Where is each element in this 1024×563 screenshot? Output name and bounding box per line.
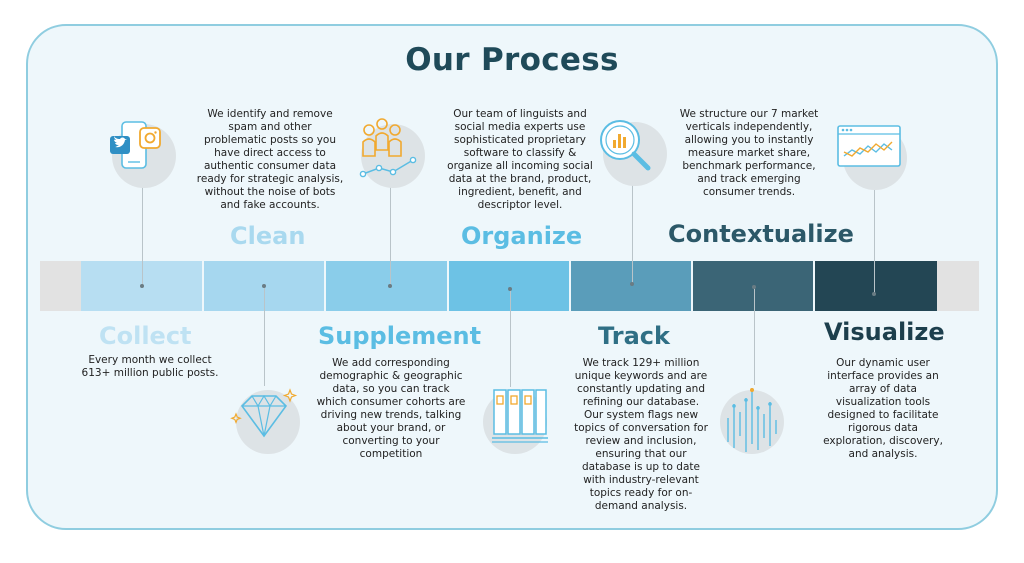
segment-track: [571, 261, 691, 311]
stage-title-collect: Collect: [99, 322, 192, 350]
description-line: ingredient, benefit, and: [458, 186, 582, 198]
description-line: We structure our 7 market: [679, 108, 819, 120]
dot-clean: [262, 284, 266, 288]
description-line: about your brand, or: [336, 422, 446, 434]
description-line: organize all incoming social: [447, 160, 593, 172]
description-line: measure market share,: [687, 147, 811, 159]
description-line: exploration, discovery,: [823, 435, 943, 447]
description-line: visualization tools: [835, 396, 931, 408]
description-line: refining our database.: [582, 396, 700, 408]
description-line: have direct access to: [214, 147, 326, 159]
segment-supplement: [326, 261, 447, 311]
description-line: converting to your: [342, 435, 440, 447]
description-line: topics of conversation for: [574, 422, 708, 434]
stage-title-supplement: Supplement: [318, 322, 482, 350]
description-line: ensuring that our: [595, 448, 687, 460]
connector-visualize: [874, 190, 875, 294]
dot-track: [630, 282, 634, 286]
description-line: 613+ million public posts.: [81, 367, 219, 379]
people-network-icon: [359, 118, 417, 178]
description-line: Our dynamic user: [836, 357, 930, 369]
description-line: data at the brand, product,: [448, 173, 592, 185]
description-line: unique keywords and are: [574, 370, 708, 382]
connector-clean: [264, 286, 265, 386]
description-line: spam and other: [228, 121, 312, 133]
dot-supplement: [388, 284, 392, 288]
description-line: benchmark performance,: [682, 160, 816, 172]
description-line: demand analysis.: [594, 500, 688, 512]
description-line: Our system flags new: [583, 409, 699, 421]
description-line: We track 129+ million: [582, 357, 700, 369]
description-line: authentic consumer data: [203, 160, 337, 172]
dot-organize: [508, 287, 512, 291]
connector-supplement: [390, 180, 391, 286]
binders-icon: [492, 389, 548, 443]
description-line: demographic & geographic: [319, 370, 463, 382]
description-line: designed to facilitate: [827, 409, 939, 421]
description-line: allowing you to instantly: [684, 134, 814, 146]
stage-title-clean: Clean: [230, 222, 306, 250]
dot-collect: [140, 284, 144, 288]
diamond-icon: [230, 388, 298, 438]
description-line: and analysis.: [848, 448, 918, 460]
description-line: with industry-relevant: [583, 474, 699, 486]
description-line: social media experts use: [454, 121, 586, 133]
band-right-cap: [937, 261, 979, 311]
description-line: driving new trends, talking: [320, 409, 462, 421]
description-line: Our team of linguists and: [453, 108, 587, 120]
description-line: array of data: [849, 383, 917, 395]
connector-track: [632, 180, 633, 284]
description-line: consumer trends.: [702, 186, 796, 198]
description-line: which consumer cohorts are: [316, 396, 466, 408]
description-line: problematic posts so you: [203, 134, 337, 146]
description-line: ready for strategic analysis,: [196, 173, 344, 185]
description-line: sophisticated proprietary: [453, 134, 587, 146]
description-line: data, so you can track: [332, 383, 450, 395]
magnifier-icon: [600, 120, 651, 171]
stage-title-track: Track: [598, 322, 670, 350]
description-line: and fake accounts.: [220, 199, 320, 211]
description-line: We identify and remove: [207, 108, 333, 120]
description-line: descriptor level.: [477, 199, 563, 211]
social-phone-icon: [110, 121, 161, 169]
connector-contextualize: [754, 287, 755, 385]
description-line: verticals independently,: [685, 121, 813, 133]
connector-organize: [510, 289, 511, 387]
description-line: competition: [359, 448, 423, 460]
segment-visualize: [815, 261, 937, 311]
description-line: constantly updating and: [577, 383, 705, 395]
dot-visualize: [872, 292, 876, 296]
browser-chart-icon: [837, 125, 901, 167]
description-line: and track emerging: [697, 173, 801, 185]
description-line: database is up to date: [582, 461, 700, 473]
description-line: rigorous data: [848, 422, 918, 434]
band-left-cap: [40, 261, 81, 311]
description-line: topics ready for on-: [589, 487, 693, 499]
segment-organize: [449, 261, 569, 311]
description-line: We add corresponding: [332, 357, 450, 369]
dot-contextualize: [752, 285, 756, 289]
description-line: review and inclusion,: [585, 435, 697, 447]
description-line: interface provides an: [827, 370, 939, 382]
stage-title-contextualize: Contextualize: [668, 220, 854, 248]
stage-title-organize: Organize: [461, 222, 583, 250]
bar-lines-icon: [727, 388, 777, 452]
description-line: software to classify &: [463, 147, 577, 159]
page-title: Our Process: [405, 42, 619, 78]
connector-collect: [142, 180, 143, 286]
description-line: without the noise of bots: [204, 186, 336, 198]
stage-title-visualize: Visualize: [824, 318, 945, 346]
description-line: Every month we collect: [88, 354, 212, 366]
